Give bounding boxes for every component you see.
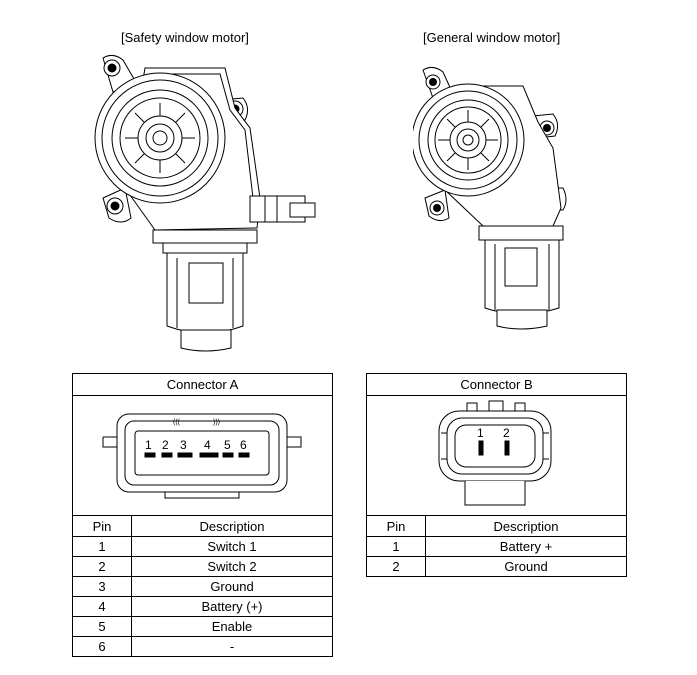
connector-a-pin-label-5: 5 <box>224 438 231 452</box>
pin-cell: 6 <box>72 636 132 657</box>
pin-cell: 1 <box>366 536 426 557</box>
description-header: Description <box>425 515 627 537</box>
connector-a-pin-label-1: 1 <box>145 438 152 452</box>
description-cell: Ground <box>131 576 333 597</box>
svg-text:))): ))) <box>213 419 220 426</box>
safety-motor-caption: [Safety window motor] <box>121 30 249 45</box>
connector-b-pin-label-2: 2 <box>503 426 510 440</box>
connector-b-drawing: 1 2 <box>438 400 552 506</box>
table-row: 2 Switch 2 <box>72 556 333 577</box>
connector-a-panel: Connector A ((( ))) 1 2 3 4 5 6 <box>72 373 333 516</box>
table-row: 1 Switch 1 <box>72 536 333 557</box>
pin-cell: 4 <box>72 596 132 617</box>
connector-a-pin-label-6: 6 <box>240 438 247 452</box>
pin-cell: 2 <box>72 556 132 577</box>
table-row: 1 Battery + <box>366 536 627 557</box>
connector-a-drawing: ((( ))) 1 2 3 4 5 6 <box>102 413 302 499</box>
connector-a-pin-table: Pin Description 1 Switch 1 2 Switch 2 3 … <box>72 515 333 657</box>
connector-a-pin-label-3: 3 <box>180 438 187 452</box>
description-cell: Enable <box>131 616 333 637</box>
description-cell: Switch 1 <box>131 536 333 557</box>
connector-b-panel: Connector B 1 2 <box>366 373 627 516</box>
description-cell: Battery (+) <box>131 596 333 617</box>
general-motor-caption: [General window motor] <box>423 30 561 45</box>
table-row: 3 Ground <box>72 576 333 597</box>
pin-cell: 5 <box>72 616 132 637</box>
connector-a-pin-label-2: 2 <box>162 438 169 452</box>
description-header: Description <box>131 515 333 537</box>
table-row: 4 Battery (+) <box>72 596 333 617</box>
table-row: 6 - <box>72 636 333 657</box>
pin-cell: 3 <box>72 576 132 597</box>
table-header-row: Pin Description <box>366 515 627 537</box>
connector-b-title: Connector B <box>367 374 626 396</box>
description-cell: Ground <box>425 556 627 577</box>
pin-cell: 2 <box>366 556 426 577</box>
connector-b-pin-table: Pin Description 1 Battery + 2 Ground <box>366 515 627 577</box>
svg-text:(((: ((( <box>173 419 181 426</box>
description-cell: Battery + <box>425 536 627 557</box>
table-row: 2 Ground <box>366 556 627 577</box>
connector-b-pin-label-1: 1 <box>477 426 484 440</box>
general-window-motor-illustration <box>413 66 567 330</box>
safety-window-motor-illustration <box>94 54 316 352</box>
pin-cell: 1 <box>72 536 132 557</box>
connector-a-pin-label-4: 4 <box>204 438 211 452</box>
connector-a-title: Connector A <box>73 374 332 396</box>
description-cell: - <box>131 636 333 657</box>
table-row: 5 Enable <box>72 616 333 637</box>
table-header-row: Pin Description <box>72 515 333 537</box>
pin-header: Pin <box>366 515 426 537</box>
pin-header: Pin <box>72 515 132 537</box>
description-cell: Switch 2 <box>131 556 333 577</box>
